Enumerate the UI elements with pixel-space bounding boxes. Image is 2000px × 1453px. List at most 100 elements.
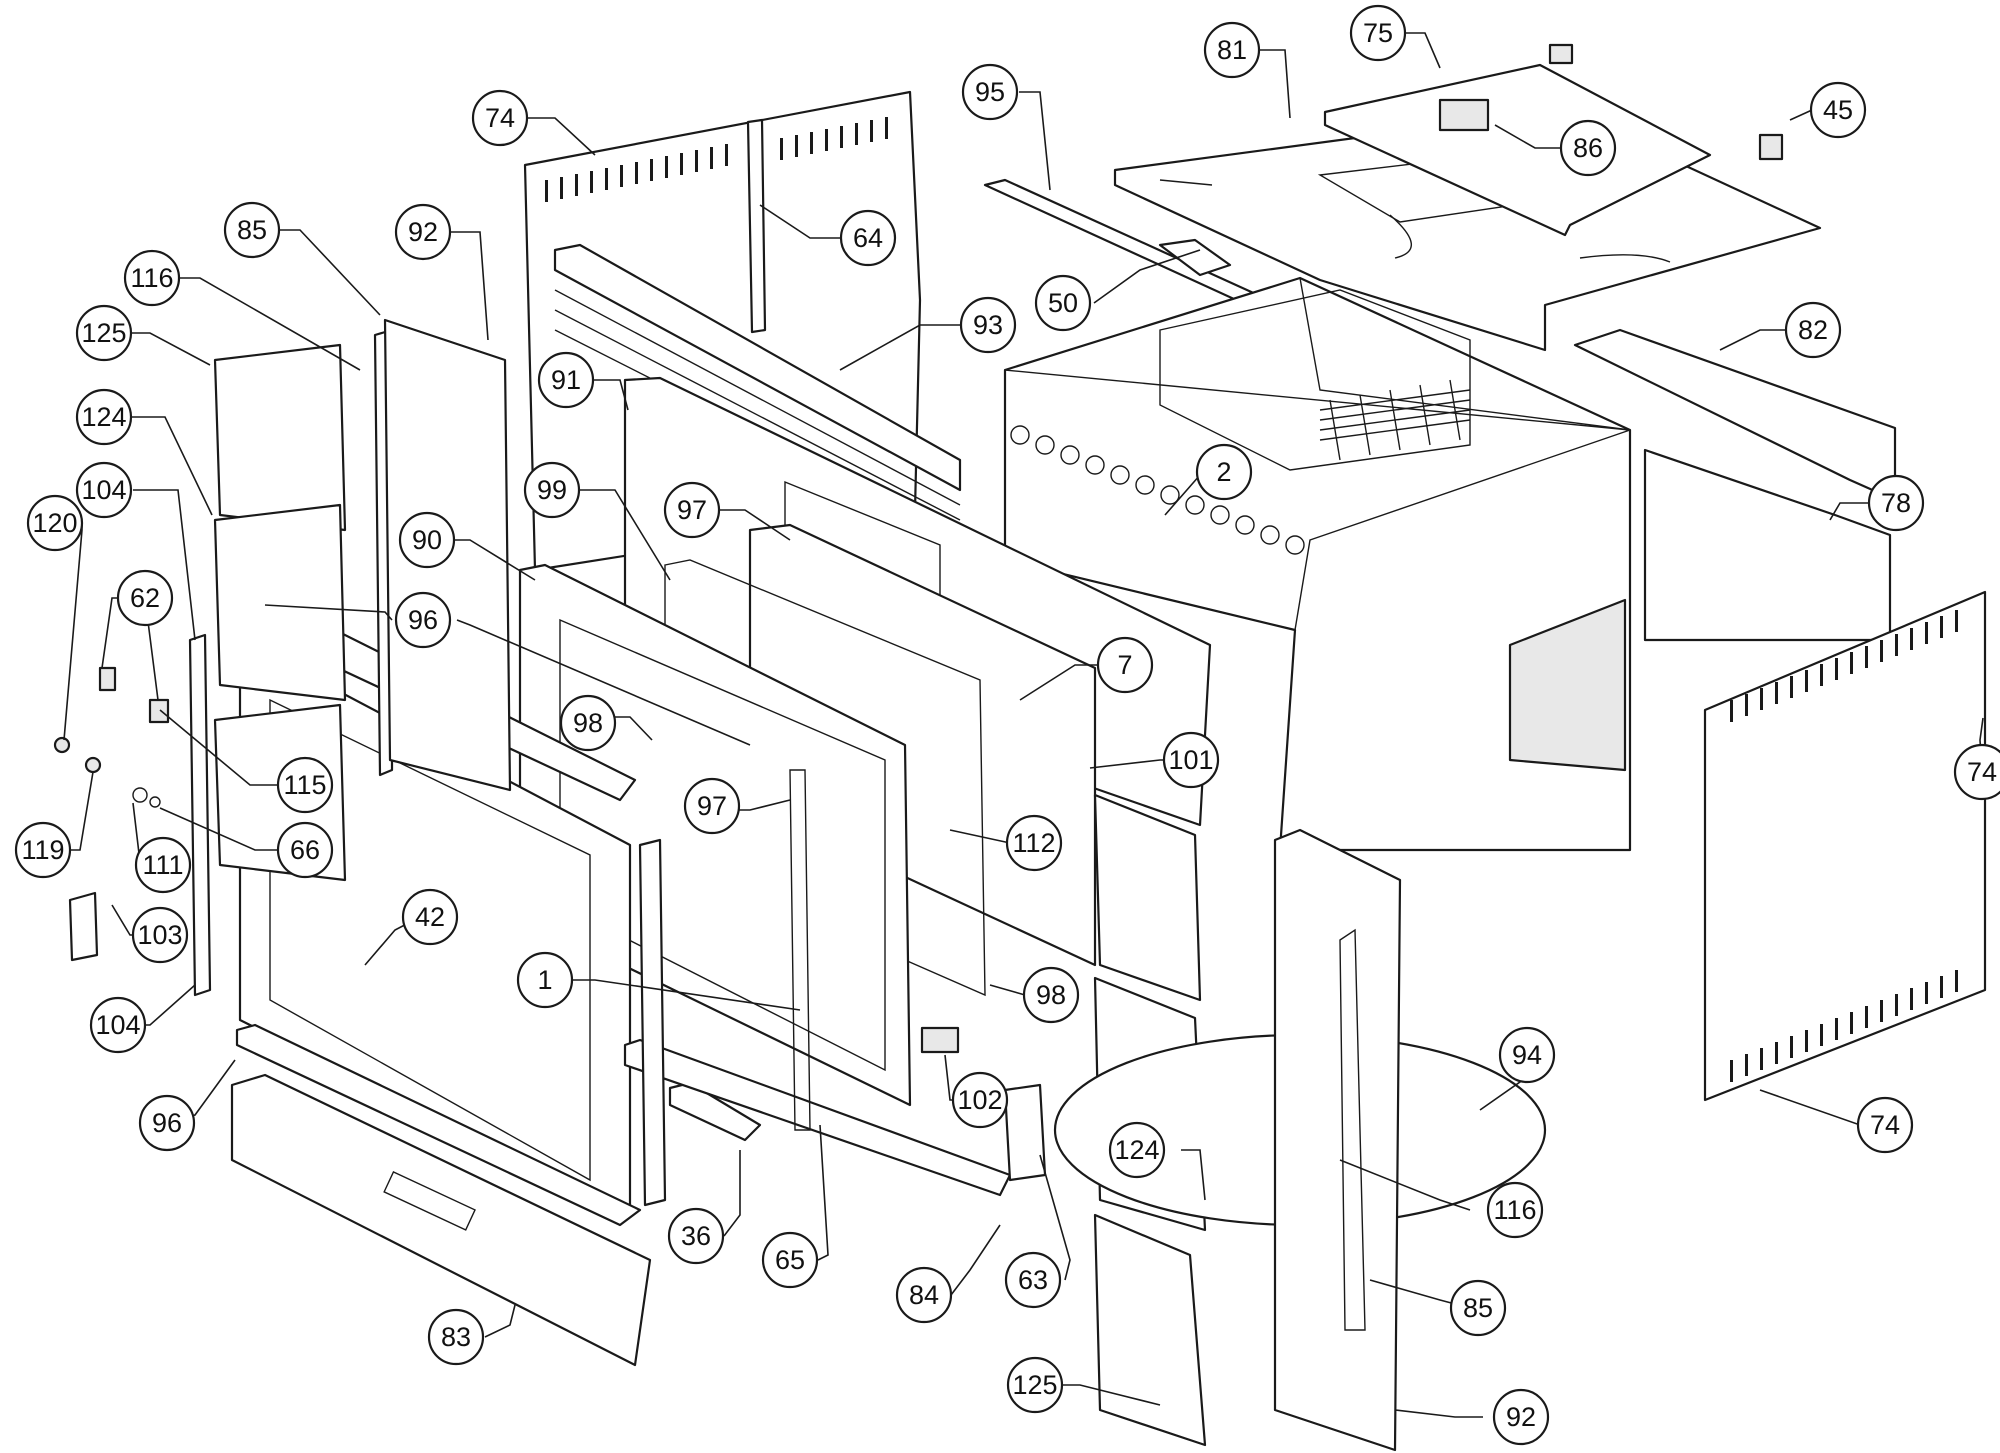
callout-label: 92 [408,217,438,247]
callout-115: 115 [276,756,334,814]
callout-104: 104 [75,461,133,519]
callout-label: 124 [1114,1135,1159,1165]
bracket-top-part [1548,43,1574,65]
callout-circle [1486,1181,1544,1239]
bottom-bar-96-part [235,1023,642,1227]
callout-circle [276,821,334,879]
callout-circle [223,201,281,259]
callout-circle [1004,1251,1062,1309]
callout-label: 103 [137,920,182,950]
callout-circle [1022,966,1080,1024]
hinge-104-part [188,633,212,997]
callout-circle [401,888,459,946]
callout-label: 75 [1363,18,1393,48]
gasket-1-part [789,769,811,1131]
callout-label: 74 [1967,757,1997,787]
callout-circle [1096,636,1154,694]
callout-82: 82 [1784,301,1842,359]
callout-circle [1809,81,1867,139]
callout-circle [1005,814,1063,872]
callout-label: 97 [697,791,727,821]
callout-74: 74 [1856,1096,1914,1154]
callout-92: 92 [394,203,452,261]
front-frame-part [638,838,667,1207]
callout-circle [951,1071,1009,1129]
callout-label: 97 [677,495,707,525]
callout-62: 62 [116,569,174,627]
callout-86: 86 [1559,119,1617,177]
callout-81: 81 [1203,21,1261,79]
callout-circle [1867,474,1925,532]
callout-label: 92 [1506,1402,1536,1432]
lid-insert-part [1323,63,1712,237]
callout-circle [961,63,1019,121]
callout-label: 125 [1012,1370,1057,1400]
callout-circle [134,836,192,894]
callout-93: 93 [959,296,1017,354]
callout-circle [839,209,897,267]
callout-94: 94 [1498,1026,1556,1084]
callout-circle [75,388,133,446]
callout-circle [1498,1026,1556,1084]
brick-125-bottom-part [1093,1213,1207,1447]
callout-102: 102 [951,1071,1009,1129]
callout-circle [26,494,84,552]
callout-74: 74 [471,89,529,147]
callout-label: 83 [441,1322,471,1352]
callout-circle [471,89,529,147]
callout-78: 78 [1867,474,1925,532]
rail-64-part [746,118,767,334]
callout-85: 85 [223,201,281,259]
callout-label: 102 [957,1085,1002,1115]
callout-1: 1 [516,951,574,1009]
callout-label: 111 [142,850,183,880]
callout-98: 98 [559,694,617,752]
callout-96: 96 [394,591,452,649]
callout-7: 7 [1096,636,1154,694]
callout-circle [75,461,133,519]
side-panel-82-part [1573,328,1897,502]
callout-66: 66 [276,821,334,879]
callout-circle [667,1207,725,1265]
callout-circle [394,591,452,649]
callout-label: 85 [237,215,267,245]
callout-circle [761,1231,819,1289]
control-board-part [1508,598,1627,772]
callout-90: 90 [398,511,456,569]
callout-91: 91 [537,351,595,409]
callout-124: 124 [1108,1121,1166,1179]
lever-103-part [68,891,99,962]
callout-label: 66 [290,835,320,865]
callout-circle [1559,119,1617,177]
callout-label: 7 [1117,650,1132,680]
callout-65: 65 [761,1231,819,1289]
part-119 [84,756,102,774]
callout-circle [1034,274,1092,332]
callout-119: 119 [14,821,72,879]
callout-circle [1203,21,1261,79]
part-120 [53,736,71,754]
callout-2: 2 [1195,443,1253,501]
right-panel-slots-bottom [1730,970,1958,1082]
callout-label: 93 [973,310,1003,340]
callout-125: 125 [75,304,133,362]
callout-circle [75,304,133,362]
right-panel-slots-top [1730,610,1958,722]
clip-50-part [1158,238,1232,277]
callout-label: 78 [1881,488,1911,518]
handle-86-part [1438,98,1490,132]
callout-circle [123,249,181,307]
callout-label: 2 [1216,457,1231,487]
callout-circle [138,1094,196,1152]
callout-64: 64 [839,209,897,267]
callout-95: 95 [961,63,1019,121]
callout-circle [1195,443,1253,501]
bracket-45-part [1758,133,1784,161]
clip-102-part [920,1026,960,1054]
callout-63: 63 [1004,1251,1062,1309]
rail-84-part [623,1038,1012,1197]
callout-circle [663,481,721,539]
callout-36: 36 [667,1207,725,1265]
